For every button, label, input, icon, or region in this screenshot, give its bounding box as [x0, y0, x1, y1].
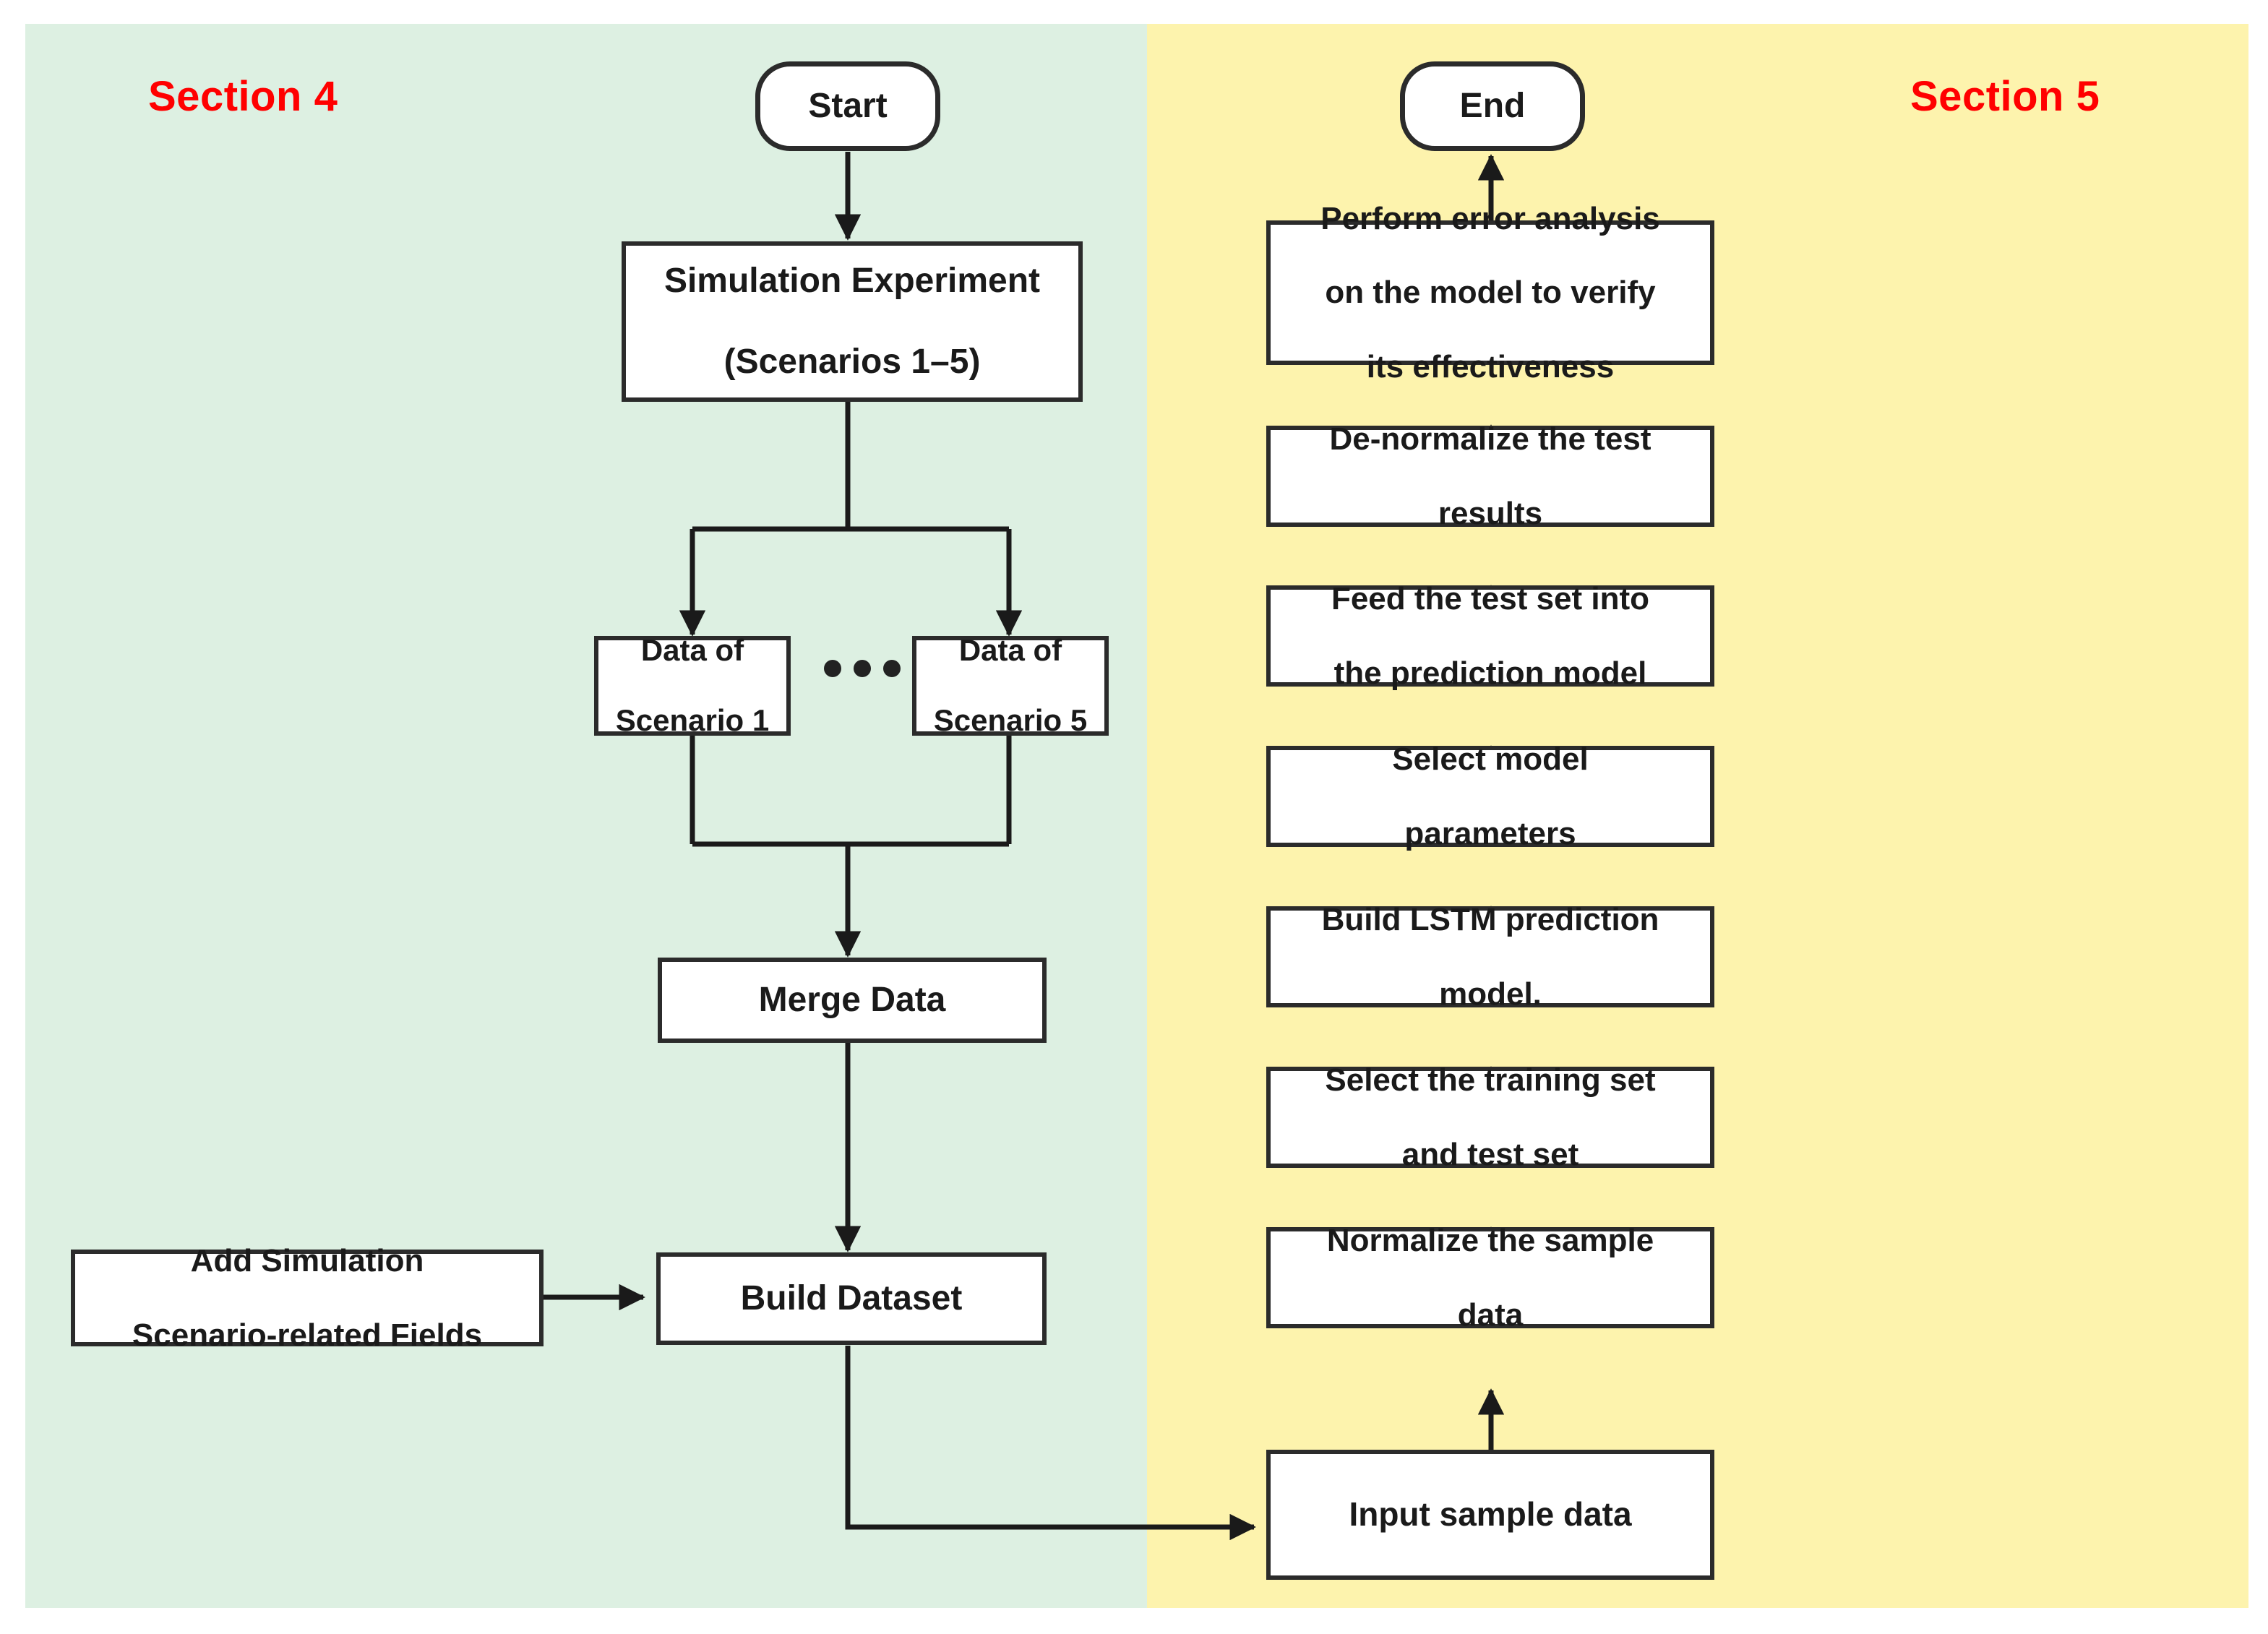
node-select-sets-line1: Select the training set	[1325, 1062, 1656, 1098]
node-input-sample-data[interactable]: Input sample data	[1266, 1450, 1714, 1580]
node-simulation-experiment-line1: Simulation Experiment	[663, 262, 1041, 301]
node-denormalize-line2: results	[1438, 495, 1543, 531]
node-select-sets-line2: and test set	[1401, 1136, 1579, 1172]
node-data-scenario-5-line1: Data of	[958, 632, 1062, 667]
node-build-dataset-label: Build Dataset	[740, 1279, 963, 1318]
node-error-analysis-line3: its effectiveness	[1366, 348, 1615, 384]
node-select-model-parameters[interactable]: Select model parameters	[1266, 741, 1714, 851]
node-end-label: End	[1459, 87, 1526, 126]
node-normalize-line2: data	[1457, 1297, 1524, 1333]
node-start[interactable]: Start	[755, 61, 940, 151]
node-select-training-test-set[interactable]: Select the training set and test set	[1266, 1062, 1714, 1172]
node-normalize-line1: Normalize the sample	[1326, 1223, 1654, 1259]
node-denormalize-test-results[interactable]: De-normalize the test results	[1266, 421, 1714, 531]
node-input-sample-data-label: Input sample data	[1349, 1495, 1632, 1534]
node-data-scenario-1-line2: Scenario 1	[615, 703, 770, 738]
node-merge-data-label: Merge Data	[758, 981, 946, 1020]
node-add-simulation-fields-line2: Scenario-related Fields	[132, 1317, 483, 1353]
node-select-params-line1: Select model	[1392, 741, 1589, 778]
node-build-lstm-model[interactable]: Build LSTM prediction model.	[1266, 902, 1714, 1012]
ellipsis-dot	[854, 660, 871, 677]
node-add-simulation-fields[interactable]: Add Simulation Scenario-related Fields	[71, 1243, 544, 1353]
node-select-params-line2: parameters	[1404, 815, 1576, 851]
node-error-analysis-line2: on the model to verify	[1325, 275, 1656, 311]
node-build-lstm-line1: Build LSTM prediction	[1321, 902, 1659, 938]
node-feed-test-set-line2: the prediction model	[1333, 655, 1647, 691]
ellipsis-dot	[824, 660, 841, 677]
node-feed-test-set[interactable]: Feed the test set into the prediction mo…	[1266, 581, 1714, 691]
node-error-analysis-line1: Perform error analysis	[1320, 201, 1660, 237]
node-data-scenario-5[interactable]: Data of Scenario 5	[912, 632, 1109, 738]
node-build-dataset[interactable]: Build Dataset	[656, 1252, 1047, 1345]
node-data-scenario-1-line1: Data of	[640, 632, 744, 667]
node-data-scenario-1[interactable]: Data of Scenario 1	[594, 632, 791, 738]
node-denormalize-line1: De-normalize the test	[1329, 421, 1651, 457]
node-add-simulation-fields-line1: Add Simulation	[190, 1243, 424, 1279]
node-feed-test-set-line1: Feed the test set into	[1331, 581, 1650, 617]
section-5-label: Section 5	[1910, 73, 2100, 120]
node-start-label: Start	[808, 87, 888, 126]
node-end[interactable]: End	[1400, 61, 1585, 151]
node-build-lstm-line2: model.	[1439, 976, 1542, 1012]
node-simulation-experiment[interactable]: Simulation Experiment (Scenarios 1–5)	[622, 241, 1083, 402]
node-data-scenario-5-line2: Scenario 5	[933, 703, 1088, 738]
node-simulation-experiment-line2: (Scenarios 1–5)	[723, 342, 981, 381]
ellipsis-dot	[883, 660, 901, 677]
section-4-label: Section 4	[148, 73, 338, 120]
ellipsis-between-scenarios	[824, 660, 901, 677]
node-normalize-sample-data[interactable]: Normalize the sample data	[1266, 1223, 1714, 1333]
node-merge-data[interactable]: Merge Data	[658, 958, 1047, 1043]
node-error-analysis[interactable]: Perform error analysis on the model to v…	[1266, 201, 1714, 384]
